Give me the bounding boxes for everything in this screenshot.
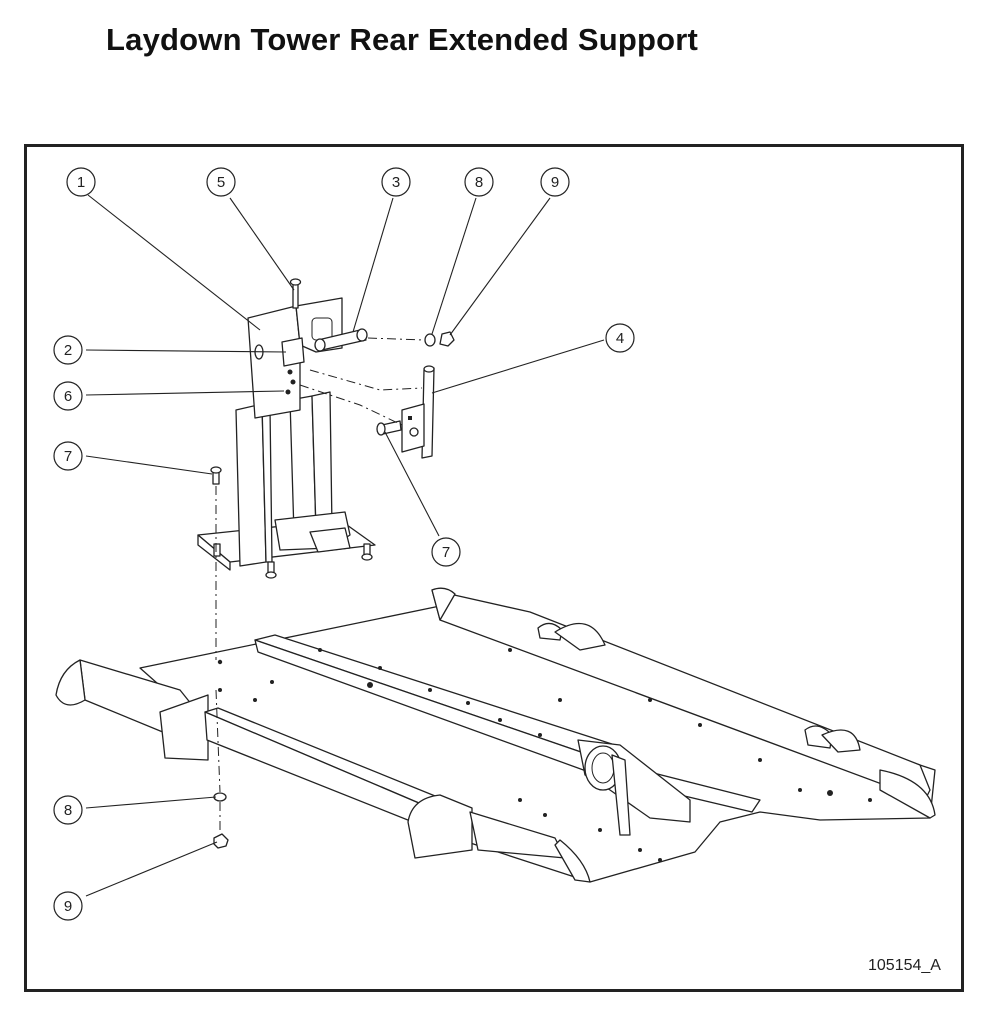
callout-7-left: 7 — [53, 441, 83, 471]
svg-text:9: 9 — [551, 174, 559, 191]
page-title: Laydown Tower Rear Extended Support — [106, 22, 699, 57]
callout-6: 6 — [53, 381, 83, 411]
svg-text:5: 5 — [217, 174, 225, 191]
washer-8-top — [424, 333, 436, 347]
bolt-5 — [289, 278, 302, 309]
tower-support — [197, 297, 376, 579]
nut-9-top — [439, 331, 455, 347]
document-id: 105154_A — [868, 957, 941, 974]
nut-9-bottom — [213, 833, 229, 849]
callout-8-bottom: 8 — [53, 795, 83, 825]
drawing-frame — [24, 144, 964, 992]
base-platform — [55, 587, 936, 883]
callout-8-top: 8 — [464, 167, 494, 197]
svg-text:9: 9 — [64, 898, 72, 915]
bolt-7-right — [376, 420, 402, 436]
assembly-lines — [215, 337, 425, 834]
leader-lines — [85, 194, 605, 897]
svg-text:7: 7 — [64, 448, 72, 465]
svg-text:2: 2 — [64, 342, 72, 359]
svg-text:8: 8 — [64, 802, 72, 819]
pin-3 — [314, 328, 368, 352]
callout-2: 2 — [53, 335, 83, 365]
svg-text:3: 3 — [392, 174, 400, 191]
handle-4 — [401, 365, 435, 459]
svg-text:6: 6 — [64, 388, 72, 405]
callout-balloons: 1 5 3 8 9 4 2 6 — [53, 167, 635, 921]
callout-9-top: 9 — [540, 167, 570, 197]
svg-text:7: 7 — [442, 544, 450, 561]
callout-3: 3 — [381, 167, 411, 197]
svg-text:8: 8 — [475, 174, 483, 191]
callout-1: 1 — [66, 167, 96, 197]
callout-4: 4 — [605, 323, 635, 353]
svg-text:1: 1 — [77, 174, 85, 191]
svg-text:4: 4 — [616, 330, 624, 347]
callout-5: 5 — [206, 167, 236, 197]
bolt-7-left — [210, 466, 222, 485]
callout-9-bottom: 9 — [53, 891, 83, 921]
callout-7-right: 7 — [431, 537, 461, 567]
